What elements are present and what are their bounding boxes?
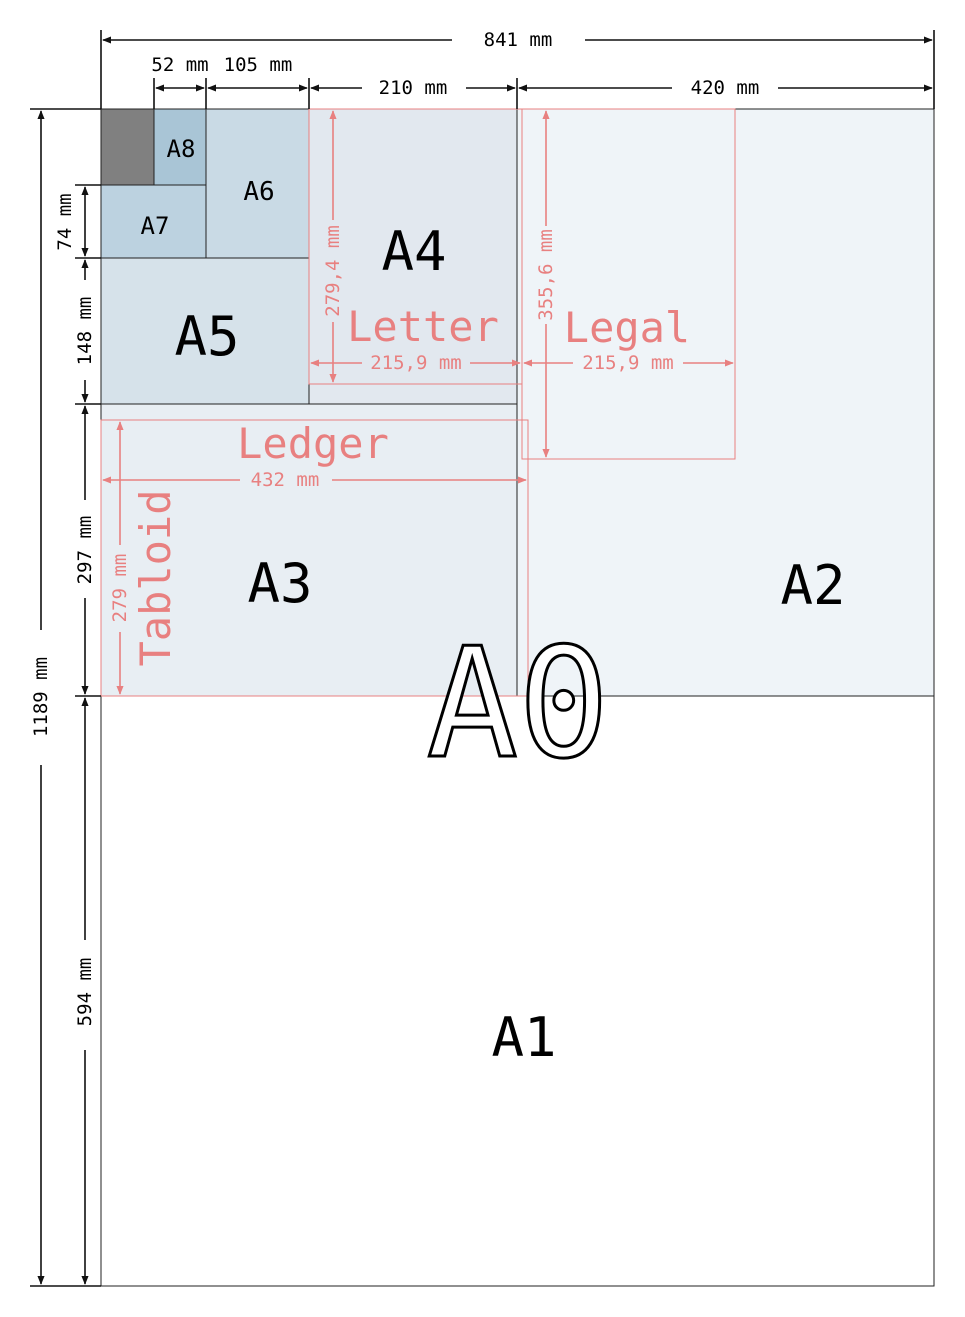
dim-label-tabloid-height: 279 mm [109,554,131,623]
us-dimension-labels: 215,9 mm 215,9 mm 432 mm 279,4 mm 355,6 … [109,225,674,622]
label-a5: A5 [174,305,239,368]
label-a3: A3 [247,552,312,615]
us-labels: Letter Legal Ledger Tabloid [131,302,690,667]
label-a4: A4 [381,220,446,283]
sheet-a1 [100,695,935,1287]
dim-label-ledger-width: 432 mm [251,469,320,491]
label-tabloid: Tabloid [131,489,180,666]
dim-label-210: 210 mm [379,77,448,99]
iso-labels: A8 A6 A7 A4 A5 A3 A2 A1 A0 [141,135,846,1069]
dim-label-letter-width: 215,9 mm [370,352,462,374]
dim-label-420: 420 mm [691,77,760,99]
label-a2: A2 [780,554,845,617]
dim-label-74: 74 mm [54,193,76,250]
label-a6: A6 [243,177,274,207]
label-legal: Legal [564,303,690,352]
dim-label-52: 52 mm [151,54,208,76]
sheet-a2 [516,108,935,697]
dim-label-105: 105 mm [224,54,293,76]
iso-dimension-lines [30,30,935,1287]
label-a0: A0 [426,615,609,792]
dim-label-148: 148 mm [74,297,96,366]
label-a1: A1 [491,1006,556,1069]
dim-label-letter-height: 279,4 mm [322,225,344,317]
dim-label-841: 841 mm [484,29,553,51]
dim-label-legal-height: 355,6 mm [535,229,557,321]
dim-label-1189: 1189 mm [30,657,52,737]
dim-label-legal-width: 215,9 mm [582,352,674,374]
sheet-a5 [100,257,310,405]
sheet-a4 [308,108,518,405]
iso-dimension-labels: 841 mm 52 mm 105 mm 210 mm 420 mm 1189 m… [30,29,759,1026]
legal-outline [521,108,736,460]
dim-label-297: 297 mm [74,516,96,585]
iso-sheets [100,108,935,1287]
us-dimension-lines [102,110,734,695]
label-a8: A8 [167,135,196,163]
sheet-a6 [205,108,310,259]
label-ledger: Ledger [237,419,389,468]
sheet-a7 [100,184,207,259]
sheet-a9 [100,108,155,186]
label-a7: A7 [141,212,170,240]
dim-label-594: 594 mm [74,958,96,1027]
us-format-outlines [100,108,736,697]
ledger-outline [100,419,529,697]
label-letter: Letter [347,302,499,351]
